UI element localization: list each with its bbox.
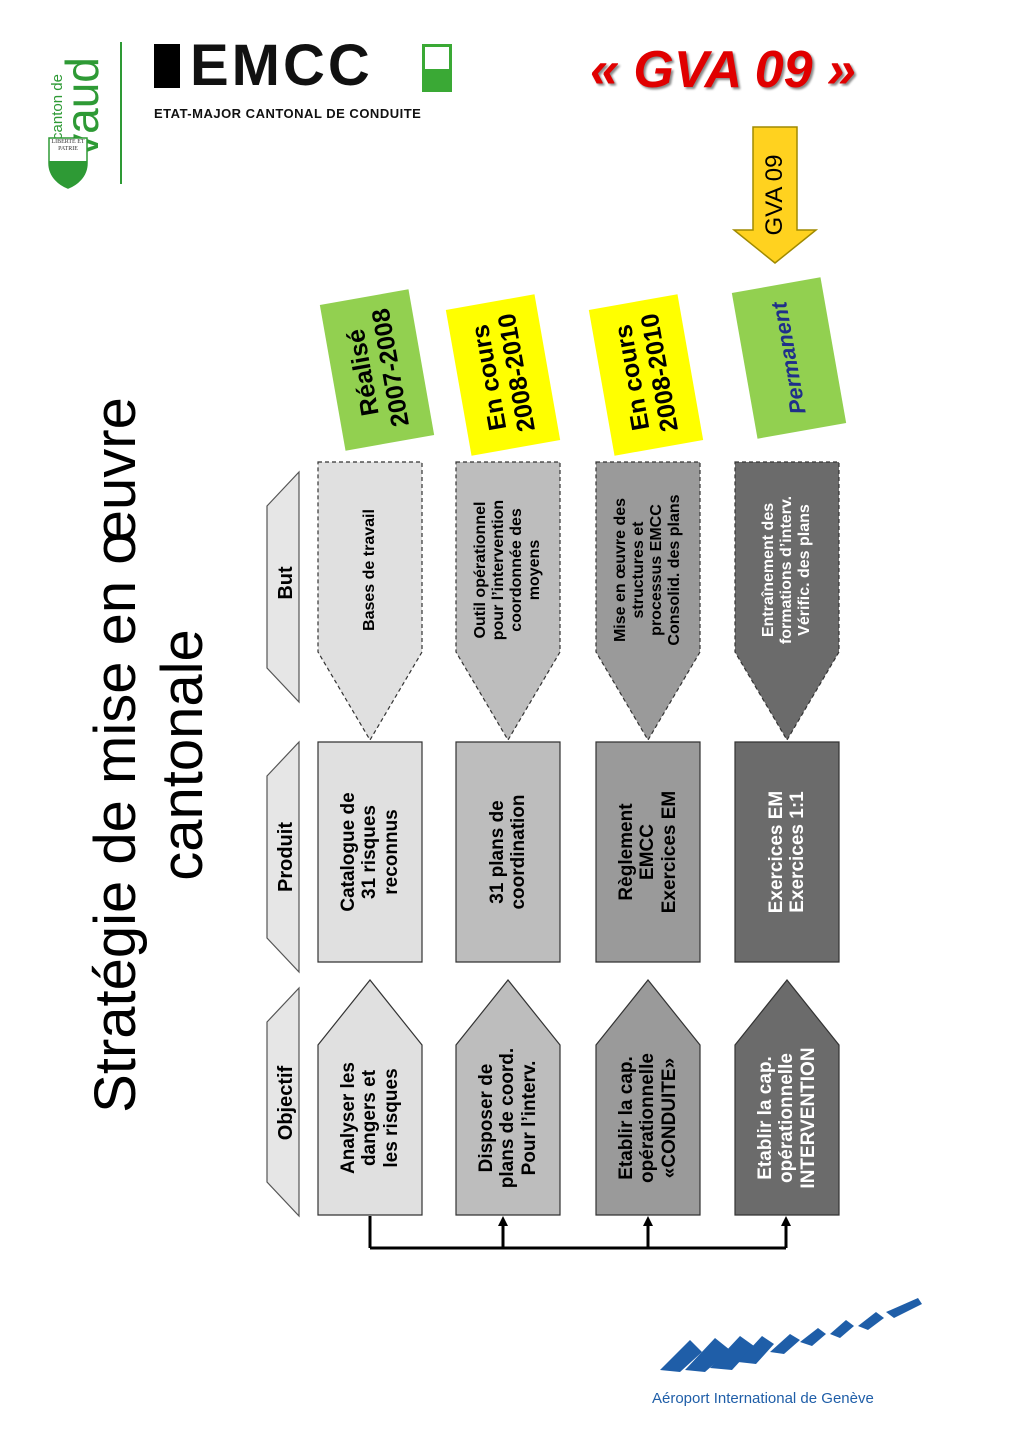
objectif-text: Disposer de plans de coord. Pour l’inter… bbox=[476, 1047, 540, 1189]
gva-title: « GVA 09 » bbox=[590, 41, 856, 99]
emcc-green-block-icon bbox=[422, 44, 452, 92]
connector-lines bbox=[368, 1216, 791, 1250]
but-text: Mise en œuvre des structures et processu… bbox=[612, 494, 683, 646]
produit-box bbox=[734, 741, 840, 963]
produit-box bbox=[455, 741, 561, 963]
but-banner bbox=[266, 470, 300, 704]
produit-text: Règlement EMCC Exercices EM bbox=[616, 790, 680, 914]
but-arrow-shape bbox=[455, 461, 561, 742]
objectif-text: Etablir la cap. opérationnelle «CONDUITE… bbox=[616, 1053, 680, 1183]
objectif-arrow-shape bbox=[455, 979, 561, 1216]
produit-banner bbox=[266, 740, 300, 974]
objectif-banner bbox=[266, 986, 300, 1218]
objectif-arrow-shape bbox=[317, 979, 423, 1216]
airport-planes-logo-icon bbox=[660, 1298, 922, 1372]
gva-down-arrow-icon bbox=[731, 126, 819, 264]
but-text: Outil opérationnel pour l’intervention c… bbox=[472, 499, 543, 641]
connector-arrowhead bbox=[643, 1216, 653, 1226]
objectif-text: Etablir la cap. opérationnelle INTERVENT… bbox=[755, 1047, 819, 1189]
shield-icon bbox=[48, 137, 88, 189]
column-header-banners bbox=[266, 470, 300, 1218]
shield-motto: LIBERTÉ ET PATRIE bbox=[51, 139, 85, 152]
objectif-arrow-shape bbox=[734, 979, 840, 1216]
produit-box bbox=[595, 741, 701, 963]
produit-text: Catalogue de 31 risques reconnus bbox=[338, 792, 402, 912]
but-arrow-shape bbox=[734, 461, 840, 742]
header-divider bbox=[120, 42, 122, 184]
connector-arrowhead bbox=[498, 1216, 508, 1226]
objectif-arrow-shape bbox=[595, 979, 701, 1216]
vaud-logo: canton de vaud LIBERTÉ ET PATRIE bbox=[40, 35, 120, 195]
but-text: Bases de travail bbox=[361, 509, 379, 631]
emcc-logo: EMCC ETAT-MAJOR CANTONAL DE CONDUITE bbox=[150, 36, 460, 125]
airport-name: Aéroport International de Genève bbox=[652, 1390, 874, 1407]
produit-box bbox=[317, 741, 423, 963]
connector-arrowhead bbox=[781, 1216, 791, 1226]
emcc-subtitle: ETAT-MAJOR CANTONAL DE CONDUITE bbox=[154, 106, 422, 121]
but-text: Entraînement des formations d’interv. Vé… bbox=[760, 495, 813, 645]
emcc-black-block-icon bbox=[154, 44, 180, 88]
objectif-text: Analyser les dangers et les risques bbox=[338, 1062, 402, 1174]
produit-text: Exercices EM Exercices 1:1 bbox=[765, 790, 808, 914]
but-arrow-shape bbox=[595, 461, 701, 742]
emcc-logo-text: EMCC bbox=[190, 33, 373, 98]
but-arrow-shape bbox=[317, 461, 423, 742]
produit-text: 31 plans de coordination bbox=[486, 794, 529, 910]
